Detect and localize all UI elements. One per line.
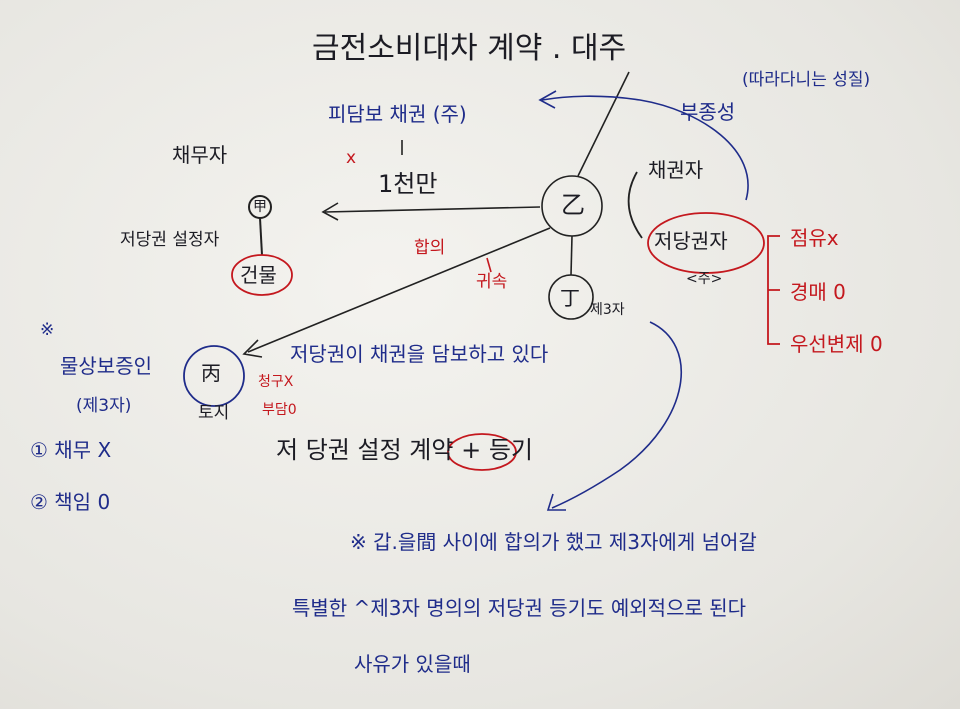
- x-mark: x: [346, 148, 357, 168]
- loan-arrow: [324, 206, 541, 213]
- bottom-note-line-1: ※ 갑.을間 사이에 합의가 했고 제3자에게 넘어갈: [350, 530, 757, 554]
- mortgagee-circle: [647, 212, 765, 274]
- land-owner-circle-outline: [183, 345, 245, 407]
- creditor-to-third-line: [570, 235, 573, 276]
- transfer-tick: [486, 257, 492, 273]
- creditor-label: 채권자: [648, 158, 704, 182]
- top-right-note: (따라다니는 성질): [742, 70, 871, 90]
- bracket-item-3: 우선변제 0: [790, 332, 883, 356]
- agreement-arrowhead: [242, 339, 263, 358]
- red-note-burden: 부담0: [262, 402, 297, 418]
- building-circle: [231, 254, 293, 296]
- agreement-arrow: [247, 227, 551, 353]
- loan-arrowhead: [321, 202, 339, 221]
- land-owner-circle-symbol: 丙: [201, 361, 221, 385]
- mortgagee-label: 저당권자: [654, 229, 728, 253]
- physical-guarantor-sub: (제3자): [76, 396, 132, 416]
- mortgage-setter-label: 저당권 설정자: [120, 230, 220, 250]
- contract-circle: [447, 433, 517, 471]
- creditor-circle-symbol: 乙: [561, 191, 585, 219]
- accessory-arc: [541, 95, 749, 201]
- rights-bracket: [767, 235, 780, 345]
- note-arrowhead: [546, 493, 566, 511]
- note-arrow-curve: [551, 321, 682, 509]
- physical-guarantor-label: 물상보증인: [60, 354, 152, 378]
- accessory-arrowhead: [538, 90, 557, 109]
- amount-label: 1천만: [378, 170, 438, 198]
- asterisk-left: ※: [40, 320, 55, 340]
- debtor-to-building-line: [259, 217, 263, 256]
- transfer-label: 귀속: [476, 272, 508, 292]
- secured-claim-label: 피담보 채권 (주): [328, 102, 467, 126]
- building-label: 건물: [240, 263, 277, 287]
- bracket-item-2: 경매 0: [790, 280, 846, 304]
- mortgage-secures-note: 저당권이 채권을 담보하고 있다: [290, 342, 549, 366]
- mortgagee-sub: <주>: [686, 271, 723, 287]
- third-party-label: 제3자: [590, 302, 625, 318]
- agreement-label: 합의: [414, 238, 446, 258]
- accessory-label: 부종성: [680, 100, 736, 124]
- title-to-creditor-line: [577, 71, 630, 177]
- third-party-circle-symbol: 丁: [560, 286, 580, 310]
- red-note-claim: 청구X: [258, 374, 294, 390]
- creditor-bracket: [627, 171, 643, 239]
- land-label: 토지: [198, 403, 230, 423]
- title: 금전소비대차 계약 . 대주: [312, 31, 627, 66]
- guarantor-item-2: ② 책임 0: [30, 490, 111, 514]
- bottom-note-line-3: 사유가 있을때: [354, 652, 471, 676]
- establish-contract-label: 저 당권 설정 계약 + 등기: [276, 436, 533, 464]
- debtor-symbol: 甲: [253, 199, 267, 215]
- guarantor-item-1: ① 채무 X: [30, 438, 112, 462]
- bottom-note-line-2: 특별한 ^제3자 명의의 저당권 등기도 예외적으로 된다: [292, 596, 747, 620]
- debtor-label: 채무자: [172, 143, 228, 167]
- bracket-item-1: 점유x: [790, 226, 839, 250]
